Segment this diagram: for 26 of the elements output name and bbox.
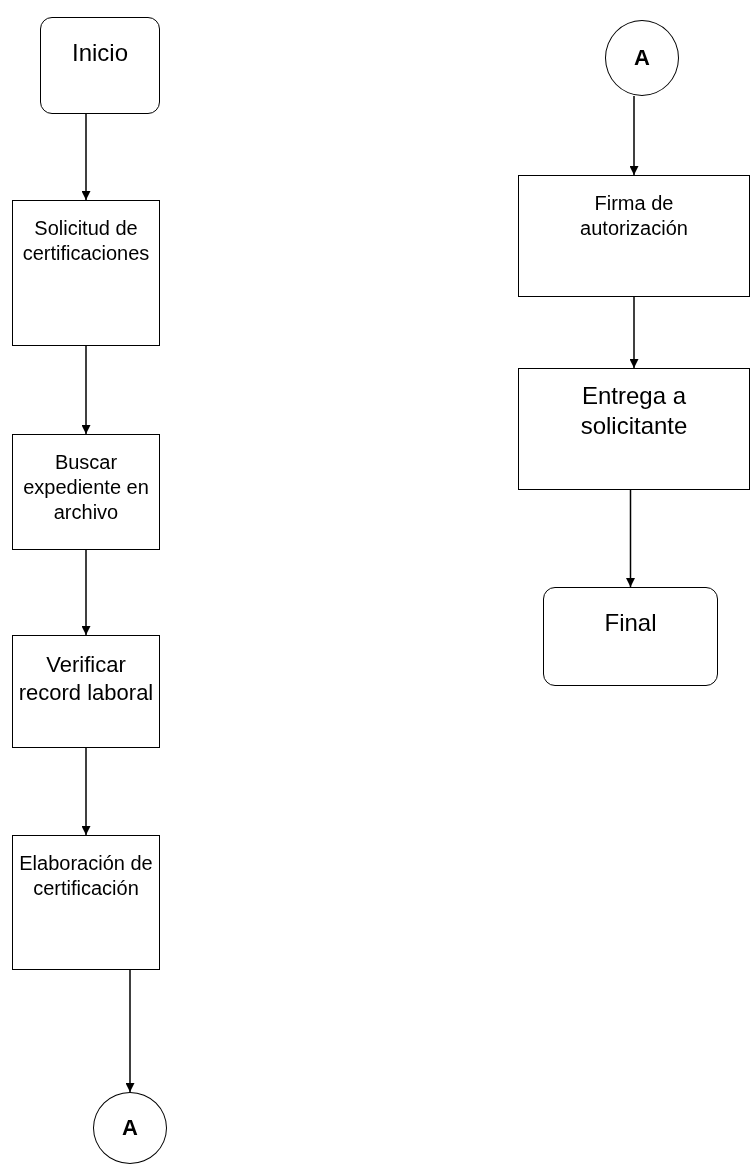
node-label: Final — [604, 608, 657, 638]
node-label: Elaboración de certificación — [18, 851, 154, 901]
node-label: Buscar expediente en archivo — [22, 450, 150, 525]
terminal-box — [543, 587, 718, 686]
node-label: Firma de autorización — [579, 191, 689, 241]
arrow — [81, 345, 91, 435]
node-label: Inicio — [72, 38, 128, 68]
process-box — [12, 635, 160, 748]
process-box — [518, 368, 750, 490]
node-label: Solicitud de certificaciones — [21, 216, 151, 266]
process-box — [518, 175, 750, 297]
node-label: A — [122, 1114, 138, 1142]
arrow — [125, 969, 135, 1093]
arrow — [81, 747, 91, 836]
process-box — [12, 434, 160, 550]
arrow — [629, 296, 639, 369]
process-box — [12, 835, 160, 970]
node-label: A — [634, 44, 650, 72]
arrow — [81, 113, 91, 201]
arrow — [629, 95, 639, 176]
node-label: Verificar record laboral — [17, 651, 155, 706]
arrow — [626, 489, 635, 588]
arrow — [81, 549, 91, 636]
terminal-box — [40, 17, 160, 114]
process-box — [12, 200, 160, 346]
node-label: Entrega a solicitante — [579, 381, 689, 441]
